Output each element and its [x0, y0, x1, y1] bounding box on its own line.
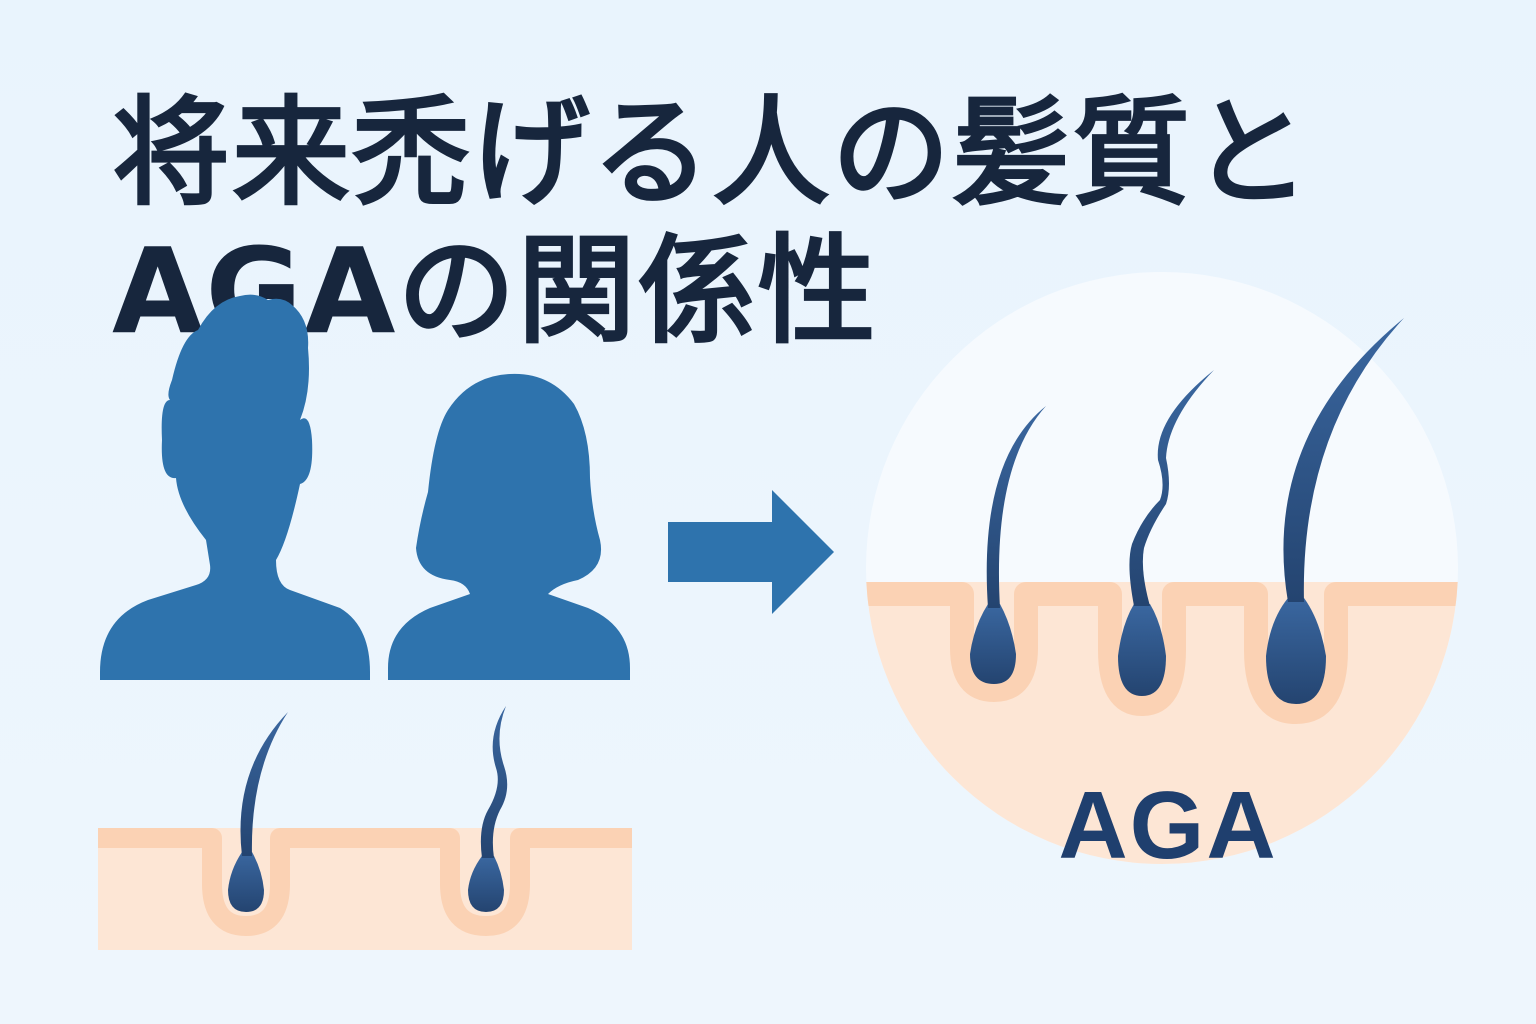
scalp-cross-section-left — [98, 706, 632, 950]
title-line-1: 将来禿げる人の髪質と — [112, 84, 1313, 222]
male-silhouette-icon — [100, 294, 370, 680]
female-silhouette-icon — [388, 373, 630, 680]
aga-label: AGA — [1058, 772, 1277, 879]
magnified-scalp-circle: AGA — [866, 272, 1458, 879]
right-arrow-icon — [668, 490, 834, 614]
page-title: 将来禿げる人の髪質と AGAの関係性 — [112, 84, 1312, 360]
